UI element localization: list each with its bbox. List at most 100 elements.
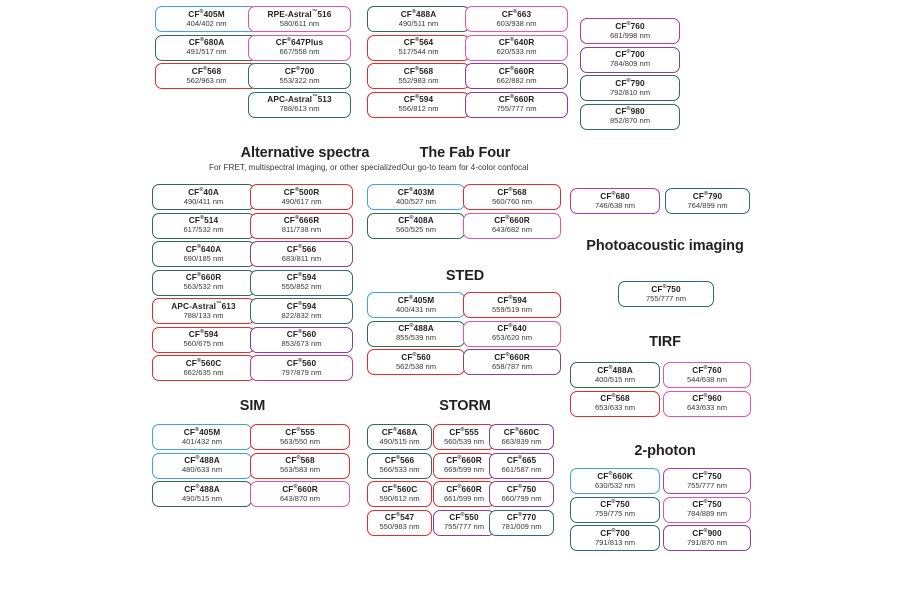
dye-name: CF®560C (185, 357, 222, 368)
dye-spectra: 400/515 nm (594, 374, 636, 384)
dye-name: CF®660R (498, 65, 535, 76)
dye-name: CF®640R (498, 37, 535, 47)
dye-spectra: 669/599 nm (443, 465, 485, 475)
dye-name: CF®550 (449, 512, 479, 522)
section-title-2-photon: 2-photon (634, 443, 696, 459)
dye-name: CF®405M (188, 8, 225, 19)
dye-name: CF®405M (183, 426, 221, 437)
dye-name: CF®560C (381, 483, 418, 494)
dye-spectra: 755/777 nm (645, 293, 687, 303)
dye-spectra: 643/682 nm (491, 225, 533, 235)
dye-spectra: 653/620 nm (491, 333, 533, 343)
dye-name: CF®663 (501, 8, 532, 19)
dye-name: CF®660R (494, 215, 530, 225)
dye-name: CF®488A (184, 483, 220, 494)
dye-spectra: 811/738 nm (281, 225, 322, 235)
dye-spectra: 852/870 nm (609, 116, 651, 126)
dye-spectra: 603/938 nm (496, 18, 537, 28)
dye-spectra: 590/612 nm (379, 493, 420, 503)
dye-name: CF®640A (185, 243, 222, 254)
dye-name: CF®488A (400, 8, 437, 19)
dye-name: APC-Astral™613 (171, 300, 236, 311)
dye-name: CF®594 (497, 294, 527, 305)
dye-name: CF®900 (692, 527, 722, 538)
